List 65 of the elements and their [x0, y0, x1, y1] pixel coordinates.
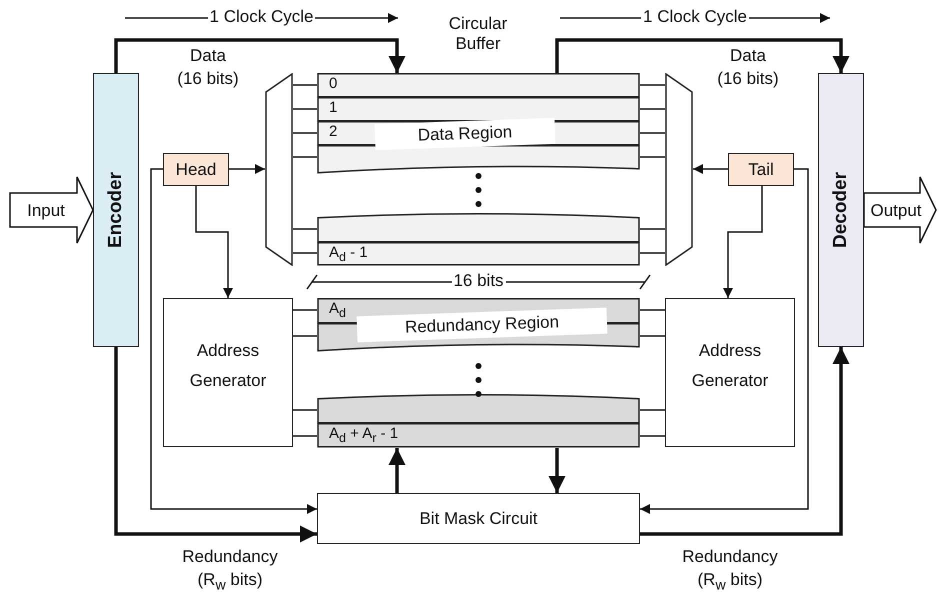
block-arrow — [9, 176, 94, 244]
block-arrow — [863, 176, 937, 244]
connector-line — [640, 108, 665, 110]
connector-line — [640, 435, 665, 437]
connector-line — [640, 132, 665, 134]
connector-line — [640, 252, 665, 254]
connector-line — [293, 435, 317, 437]
connector-line — [293, 108, 317, 110]
edge-label: Input — [26, 200, 66, 222]
connector-line — [640, 84, 665, 86]
arrow — [693, 164, 728, 174]
connector-line — [293, 309, 317, 311]
connector-line — [640, 335, 665, 337]
timing-label: 1 Clock Cycle — [208, 7, 316, 28]
arrow — [640, 168, 809, 514]
row-address: 1 — [329, 99, 338, 117]
arrow — [150, 168, 317, 514]
edge-label: Redundancy (R$_{w}$ bits) — [181, 546, 279, 596]
block-label: Head — [176, 158, 216, 181]
edge-label: Output — [869, 200, 923, 222]
arrow — [229, 164, 265, 174]
connector-line — [293, 84, 317, 86]
register-block — [163, 153, 229, 186]
arrow — [195, 186, 233, 298]
connector-line — [640, 309, 665, 311]
connector-line — [293, 132, 317, 134]
block-label: Decoder — [829, 172, 852, 248]
edge-label: Redundancy (R$_{w}$ bits) — [681, 546, 779, 596]
block-label: Tail — [748, 158, 774, 181]
logic-block — [163, 298, 293, 447]
processing-block — [818, 73, 864, 347]
arrow — [723, 186, 763, 298]
connector-line — [293, 409, 317, 411]
logic-block — [317, 493, 640, 544]
row-address: 0 — [329, 75, 338, 93]
processing-block — [93, 73, 139, 347]
timing-label: 1 Clock Cycle — [641, 7, 749, 28]
multiplexer — [665, 73, 693, 266]
arrow — [388, 448, 406, 493]
row-address: A$_{d}$ — [329, 300, 346, 321]
arrow — [114, 347, 317, 542]
arrow — [640, 347, 850, 536]
connector-line — [640, 228, 665, 230]
edge-label: Data (16 bits) — [716, 45, 780, 90]
arrow — [114, 38, 406, 73]
row-address: A$_{d}$ + A$_{r}$ - 1 — [329, 425, 398, 446]
connector-line — [293, 335, 317, 337]
row-address: 2 — [329, 123, 338, 141]
block-label: Address Generator — [690, 340, 770, 392]
block-label: Encoder — [104, 172, 128, 248]
arrow — [548, 448, 566, 493]
logic-block — [665, 298, 795, 447]
connector-line — [293, 228, 317, 230]
block-label: Address Generator — [188, 340, 268, 392]
arrow — [555, 38, 850, 73]
connector-line — [640, 156, 665, 158]
block-label: Bit Mask Circuit — [419, 508, 538, 530]
connector-line — [293, 156, 317, 158]
connector-line — [640, 409, 665, 411]
multiplexer — [265, 73, 293, 266]
register-block — [728, 153, 794, 186]
edge-label: Data (16 bits) — [176, 45, 240, 90]
connector-line — [293, 252, 317, 254]
row-address: A$_{d}$ - 1 — [329, 244, 368, 265]
buffer-title: Circular Buffer — [448, 14, 508, 55]
